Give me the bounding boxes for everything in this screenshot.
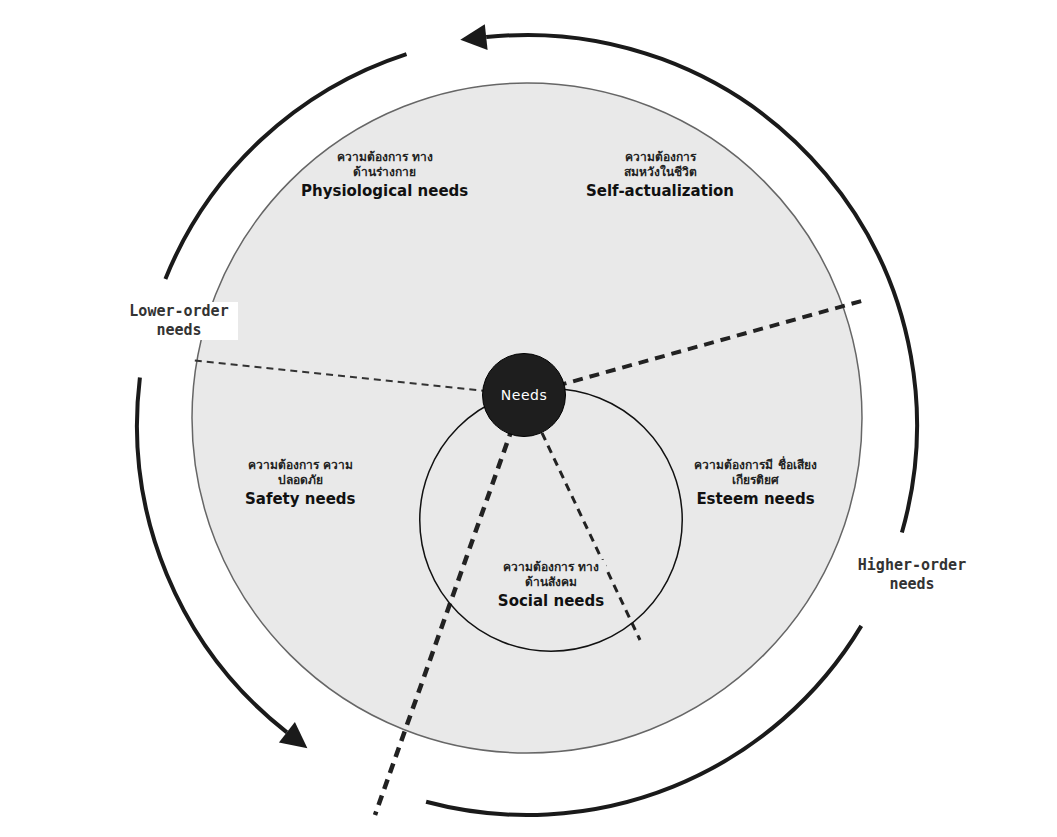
thai-label: ความต้องการ สมหวังในชีวิต (605, 150, 715, 180)
need-label: Physiological needs (298, 182, 471, 201)
need-label: Esteem needs (693, 490, 817, 509)
arrow-head (279, 722, 308, 748)
circle-shape (420, 389, 683, 652)
cycle-arc (426, 626, 861, 815)
divider-line (524, 300, 865, 395)
safety-sector: ความต้องการ ความปลอดภัย Safety needs (242, 458, 359, 509)
need-label: Social needs (495, 592, 607, 611)
divider-line (190, 360, 524, 395)
physiological-sector: ความต้องการ ทางด้านร่างกาย Physiological … (298, 150, 471, 201)
thai-label: ความต้องการ ทางด้านสังคม (496, 560, 606, 590)
thai-label: ความต้องการ ความปลอดภัย (245, 458, 355, 488)
need-label: Safety needs (242, 490, 359, 509)
circle-outline (419, 388, 683, 652)
arrow-head (460, 24, 487, 50)
social-circle: ความต้องการ ทางด้านสังคม Social needs (419, 388, 683, 652)
esteem-sector: ความต้องการมี ชื่อเสียงเกียรติยศ Esteem n… (688, 458, 823, 509)
circle-shape (483, 354, 566, 437)
order-label: Lower-order needs (120, 302, 238, 340)
thai-label: ความต้องการ ทางด้านร่างกาย (330, 150, 440, 180)
needs-circle (192, 83, 862, 753)
self-actualization-sector: ความต้องการ สมหวังในชีวิต Self-actualizat… (583, 150, 737, 201)
text-holder: Needs (482, 386, 566, 404)
cycle-arc (137, 378, 287, 733)
order-label: Higher-order needs (848, 556, 976, 594)
need-label: Self-actualization (583, 182, 737, 201)
needs-center-circle: Needs (482, 353, 566, 437)
cycle-arc (486, 35, 917, 533)
center-label: Needs (482, 386, 566, 404)
thai-label: ความต้องการมี ชื่อเสียงเกียรติยศ (688, 458, 823, 488)
text-holder: ความต้องการ ทางด้านสังคม Social needs (419, 560, 683, 611)
